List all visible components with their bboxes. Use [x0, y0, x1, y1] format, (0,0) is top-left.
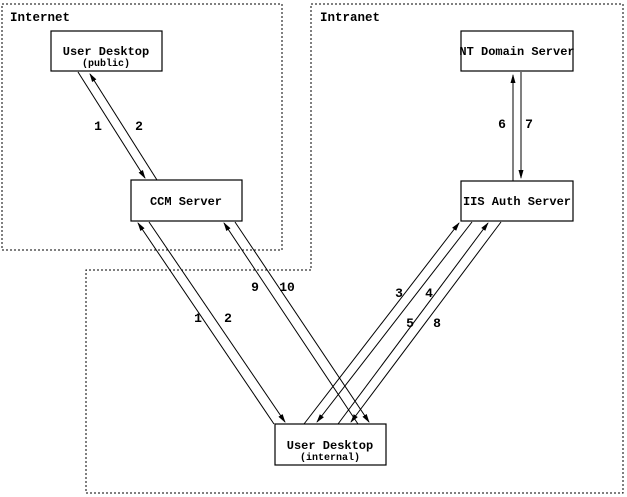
flow-label-1-public: 1 [94, 119, 102, 134]
intranet-zone-border [85, 3, 624, 494]
ccm-server-box [130, 179, 243, 222]
user-desktop-public-subtitle: (public) [82, 58, 130, 70]
flow-line-8-iis-to-internal [350, 221, 502, 423]
flow-label-1-internal: 1 [194, 311, 202, 326]
internet-zone-border [1, 3, 283, 251]
user-desktop-internal-box [274, 423, 387, 466]
intranet-zone-label: Intranet [320, 11, 380, 25]
flow-line-1-public-to-ccm [77, 71, 146, 179]
iis-auth-server-title: IIS Auth Server [463, 195, 571, 209]
flow-label-6: 6 [498, 117, 506, 132]
user-desktop-internal-title: User Desktop [287, 439, 373, 453]
flow-label-8: 8 [433, 316, 441, 331]
flow-line-5-internal-to-iis [337, 222, 489, 425]
flow-label-3: 3 [395, 286, 403, 301]
flow-label-9: 9 [251, 280, 259, 295]
iis-auth-server-box [460, 180, 574, 222]
nt-domain-server-title: NT Domain Server [459, 45, 574, 59]
internet-zone-label: Internet [10, 11, 70, 25]
flow-label-7: 7 [525, 117, 533, 132]
user-desktop-public-box [50, 30, 163, 72]
user-desktop-public-title: User Desktop [63, 45, 149, 59]
flow-line-4-iis-to-internal [316, 221, 473, 423]
user-desktop-internal-subtitle: (internal) [300, 452, 360, 464]
node-ccm-server: CCM Server [130, 179, 243, 222]
node-nt-domain-server: NT Domain Server [459, 30, 575, 72]
flow-line-1-internal-to-ccm [137, 222, 275, 425]
flow-label-2-public: 2 [135, 119, 143, 134]
node-user-desktop-public: User Desktop (public) [50, 30, 163, 72]
flow-line-2-ccm-to-internal [148, 221, 286, 423]
flow-line-2-ccm-to-public [89, 73, 158, 181]
flow-line-10-ccm-to-internal [234, 221, 370, 423]
flow-label-2-internal: 2 [224, 311, 232, 326]
node-iis-auth-server: IIS Auth Server [460, 180, 574, 222]
ccm-server-title: CCM Server [150, 195, 222, 209]
node-user-desktop-internal: User Desktop (internal) [274, 423, 387, 466]
flow-line-3-internal-to-iis [303, 222, 460, 425]
flow-label-5: 5 [406, 316, 414, 331]
nt-domain-server-box [460, 30, 574, 72]
flow-line-9-internal-to-ccm [223, 222, 359, 425]
flow-label-4: 4 [425, 286, 433, 301]
flow-label-10: 10 [279, 280, 295, 295]
